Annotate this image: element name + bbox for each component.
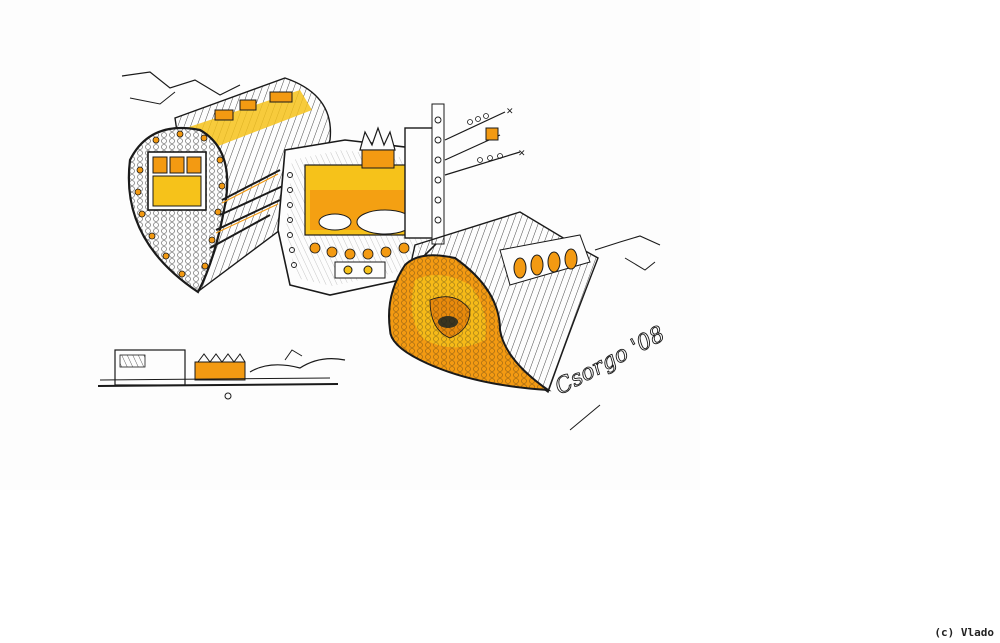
central-machine: ✕ ✕ <box>277 103 526 296</box>
orange-tube <box>388 211 661 394</box>
svg-text:✕: ✕ <box>518 149 526 159</box>
leaf-cylinder <box>121 71 332 294</box>
copyright-notice: (c) Vlado <box>934 626 994 639</box>
small-train-sketch <box>97 349 346 400</box>
ink-drawing: ✕ ✕ <box>97 71 669 431</box>
artist-signature: Csorgo '08 <box>551 321 669 431</box>
svg-text:✕: ✕ <box>506 107 514 117</box>
artwork-panel: ✕ ✕ <box>97 71 670 431</box>
